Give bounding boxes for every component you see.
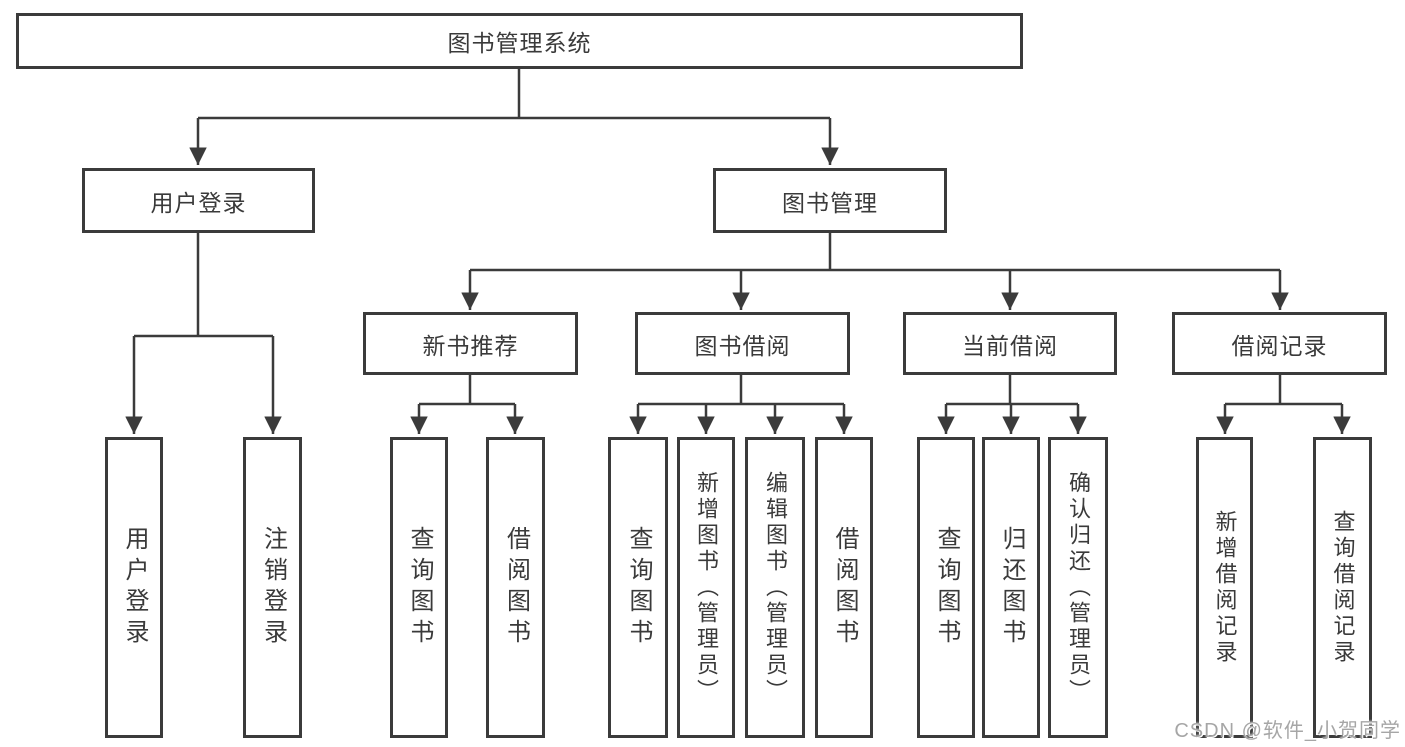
leaf-confirm-return-admin: 确认归还（管理员） <box>1048 437 1108 738</box>
node-user-login: 用户登录 <box>82 168 315 233</box>
node-book-borrow-label: 图书借阅 <box>694 332 791 359</box>
node-book-borrow: 图书借阅 <box>635 312 850 375</box>
node-book-management-label: 图书管理 <box>782 189 878 216</box>
leaf-query-books-borrow-label: 查询图书 <box>625 525 652 650</box>
node-borrow-records-label: 借阅记录 <box>1231 332 1328 359</box>
leaf-borrow-books-borrow-label: 借阅图书 <box>831 525 858 650</box>
leaf-logout-login: 注销登录 <box>243 437 302 738</box>
leaf-add-borrow-record: 新增借阅记录 <box>1196 437 1253 738</box>
node-current-borrow-label: 当前借阅 <box>962 332 1058 359</box>
leaf-add-books-admin-label: 新增图书（管理员） <box>694 470 719 705</box>
leaf-edit-books-admin-label: 编辑图书（管理员） <box>763 470 788 705</box>
leaf-confirm-return-admin-label: 确认归还（管理员） <box>1066 470 1091 705</box>
leaf-query-books-recommend: 查询图书 <box>390 437 448 738</box>
node-current-borrow: 当前借阅 <box>903 312 1117 375</box>
leaf-add-books-admin: 新增图书（管理员） <box>677 437 735 738</box>
leaf-query-books-recommend-label: 查询图书 <box>406 525 433 650</box>
node-user-login-label: 用户登录 <box>150 189 247 216</box>
leaf-borrow-books-recommend: 借阅图书 <box>486 437 545 738</box>
leaf-add-borrow-record-label: 新增借阅记录 <box>1212 509 1238 666</box>
leaf-return-books: 归还图书 <box>982 437 1040 738</box>
node-root: 图书管理系统 <box>16 13 1023 69</box>
csdn-watermark: CSDN @软件_小贺同学 <box>1174 720 1401 742</box>
leaf-user-login-label: 用户登录 <box>121 525 148 650</box>
leaf-query-borrow-record: 查询借阅记录 <box>1313 437 1372 738</box>
leaf-borrow-books-borrow: 借阅图书 <box>815 437 873 738</box>
leaf-user-login: 用户登录 <box>105 437 163 738</box>
leaf-borrow-books-recommend-label: 借阅图书 <box>502 525 530 650</box>
node-new-book-recommend: 新书推荐 <box>363 312 578 375</box>
node-new-book-recommend-label: 新书推荐 <box>422 332 519 359</box>
leaf-query-books-current: 查询图书 <box>917 437 975 738</box>
node-book-management: 图书管理 <box>713 168 947 233</box>
leaf-logout-login-label: 注销登录 <box>259 525 287 650</box>
node-borrow-records: 借阅记录 <box>1172 312 1387 375</box>
leaf-query-borrow-record-label: 查询借阅记录 <box>1330 509 1356 666</box>
leaf-query-books-borrow: 查询图书 <box>608 437 668 738</box>
leaf-return-books-label: 归还图书 <box>998 525 1025 650</box>
leaf-edit-books-admin: 编辑图书（管理员） <box>745 437 805 738</box>
leaf-query-books-current-label: 查询图书 <box>933 525 960 650</box>
node-root-label: 图书管理系统 <box>447 30 592 56</box>
